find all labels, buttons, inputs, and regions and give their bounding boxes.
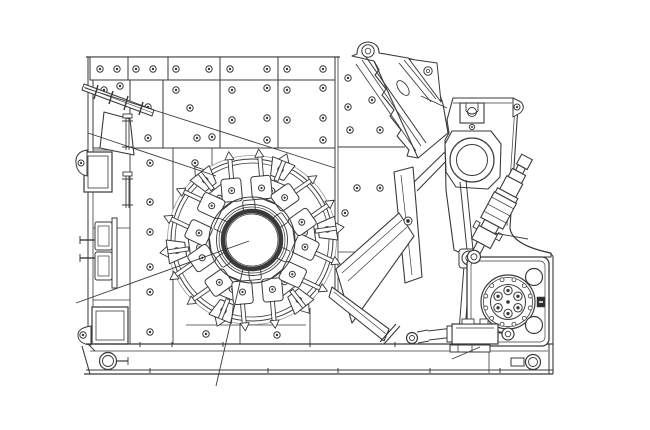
liner-plates-top-row <box>89 56 336 81</box>
hinge-lug-upper <box>75 149 88 177</box>
inspection-door-upper <box>83 151 113 193</box>
impact-curtain-lower <box>328 286 390 342</box>
liner-plates-second-row <box>92 79 336 149</box>
cylinder-leader-line <box>451 346 481 360</box>
side-wall-opening <box>99 111 135 156</box>
cover-leader-line <box>420 95 448 109</box>
rotor-hub <box>208 196 296 284</box>
rotor-hammer-assembly <box>169 243 234 305</box>
liner-plates-bottom-band <box>186 308 311 344</box>
tie-rod-line <box>84 87 336 169</box>
rotor-hammer-assembly <box>275 233 341 293</box>
suspension-bolt-lower <box>122 171 133 208</box>
hydraulic-cylinder <box>405 318 515 353</box>
hub-leader-line-a <box>75 240 250 304</box>
hinge-lug-lower <box>77 325 92 346</box>
feed-chute-line <box>87 132 217 177</box>
rotor-hammer-assembly <box>163 187 229 247</box>
rotor-assembly <box>159 148 345 332</box>
suspension-bolt-upper <box>122 113 133 150</box>
rod-leader-line <box>493 232 529 240</box>
belt-tensioner-bracket <box>79 217 118 289</box>
curtain-pivot-boss <box>444 130 502 190</box>
rotor-hammer-assembly <box>231 268 284 332</box>
feed-side-cover <box>351 41 449 159</box>
liner-plates-left-column <box>146 159 199 336</box>
hub-leader-line-b <box>215 268 244 387</box>
inspection-door-lower <box>91 306 129 345</box>
tension-rod-assembly <box>466 153 534 264</box>
u-bracket <box>459 102 485 131</box>
